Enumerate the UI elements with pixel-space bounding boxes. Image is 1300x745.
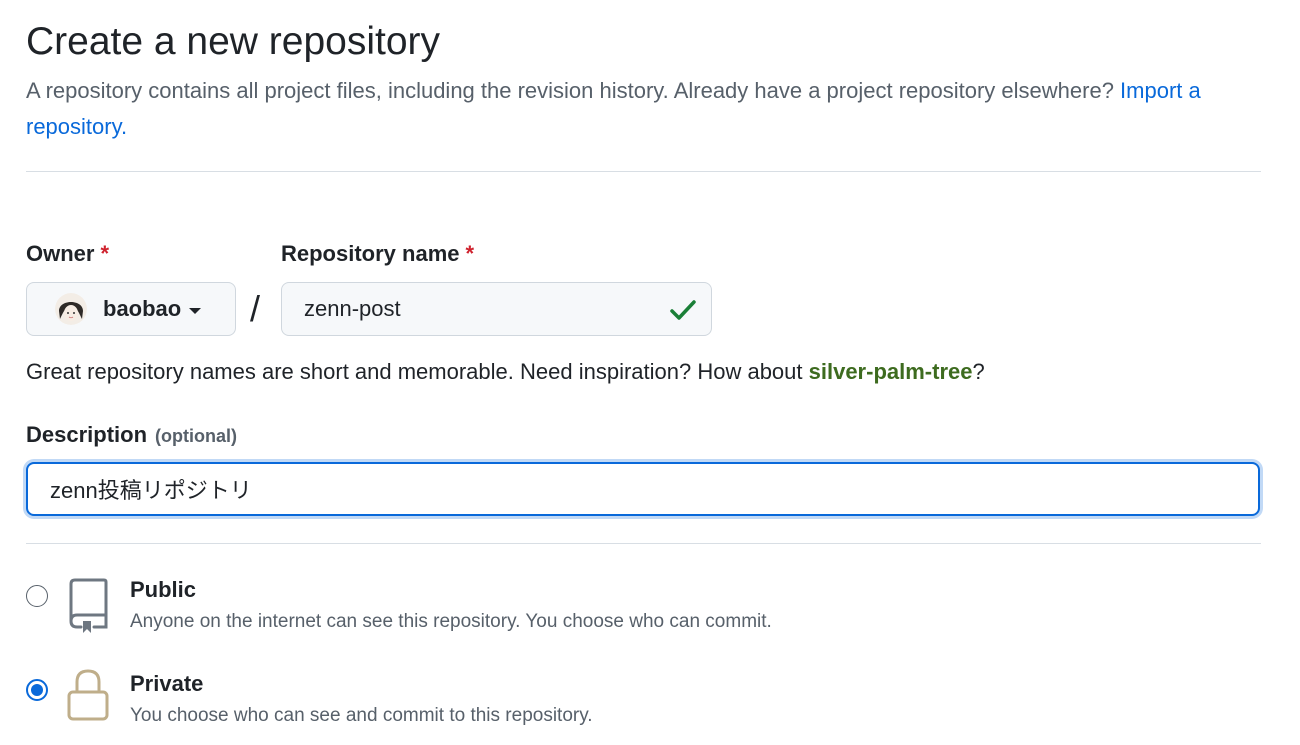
- page-title: Create a new repository: [26, 20, 441, 63]
- check-icon: [670, 300, 696, 320]
- repo-name-required-mark: *: [465, 241, 475, 266]
- header-divider: [26, 171, 1261, 172]
- repo-name-input[interactable]: zenn-post: [281, 282, 712, 336]
- description-value: zenn投稿リポジトリ: [50, 478, 252, 503]
- optional-label: (optional): [155, 426, 238, 446]
- public-radio[interactable]: [26, 585, 48, 607]
- owner-name: baobao: [103, 296, 182, 321]
- page-subtitle: A repository contains all project files,…: [26, 73, 1226, 145]
- owner-select-button[interactable]: baobao: [26, 282, 236, 336]
- hint-text-end: ?: [972, 359, 985, 384]
- public-title: Public: [130, 577, 197, 602]
- hint-text: Great repository names are short and mem…: [26, 359, 809, 384]
- private-description: You choose who can see and commit to thi…: [130, 705, 593, 726]
- private-title: Private: [130, 671, 204, 696]
- name-suggestion-link[interactable]: silver-palm-tree: [808, 359, 973, 384]
- owner-required-mark: *: [100, 241, 110, 266]
- visibility-divider: [26, 543, 1261, 544]
- description-input[interactable]: zenn投稿リポジトリ: [26, 462, 1260, 516]
- description-label: Description (optional): [26, 421, 237, 450]
- public-description: Anyone on the internet can see this repo…: [130, 611, 772, 632]
- repo-name-hint: Great repository names are short and mem…: [26, 358, 985, 386]
- repo-name-label-text: Repository name: [281, 241, 460, 266]
- subtitle-text: A repository contains all project files,…: [26, 78, 1121, 103]
- chevron-down-icon: [189, 307, 202, 314]
- private-radio[interactable]: [26, 679, 48, 701]
- lock-icon: [67, 669, 109, 721]
- owner-repo-separator: /: [250, 288, 261, 329]
- repo-icon: [69, 578, 108, 633]
- import-repository-link[interactable]: Import a repository.: [26, 78, 1201, 139]
- description-label-text: Description: [26, 422, 148, 447]
- repo-name-value: zenn-post: [304, 296, 401, 321]
- repo-name-label: Repository name*: [281, 240, 474, 268]
- owner-label-text: Owner: [26, 241, 95, 266]
- owner-label: Owner*: [26, 240, 109, 268]
- avatar: [55, 293, 87, 325]
